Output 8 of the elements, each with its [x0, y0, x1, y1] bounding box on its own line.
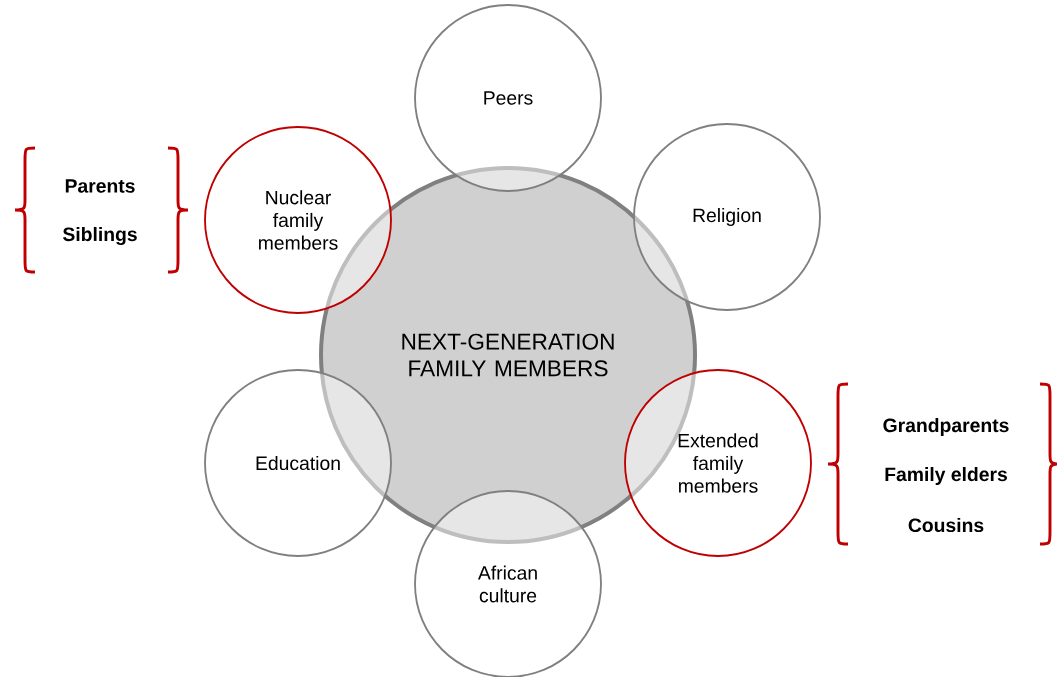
list-item: Siblings [63, 226, 137, 246]
list-item: Grandparents [883, 418, 1009, 436]
node-label: Peers [484, 91, 533, 105]
list-item: Cousins [908, 517, 984, 533]
circle-node: African culture [414, 490, 602, 677]
list-item: Parents [65, 179, 135, 193]
list-item: Family elders [885, 467, 1007, 485]
node-label: African culture [477, 565, 537, 603]
